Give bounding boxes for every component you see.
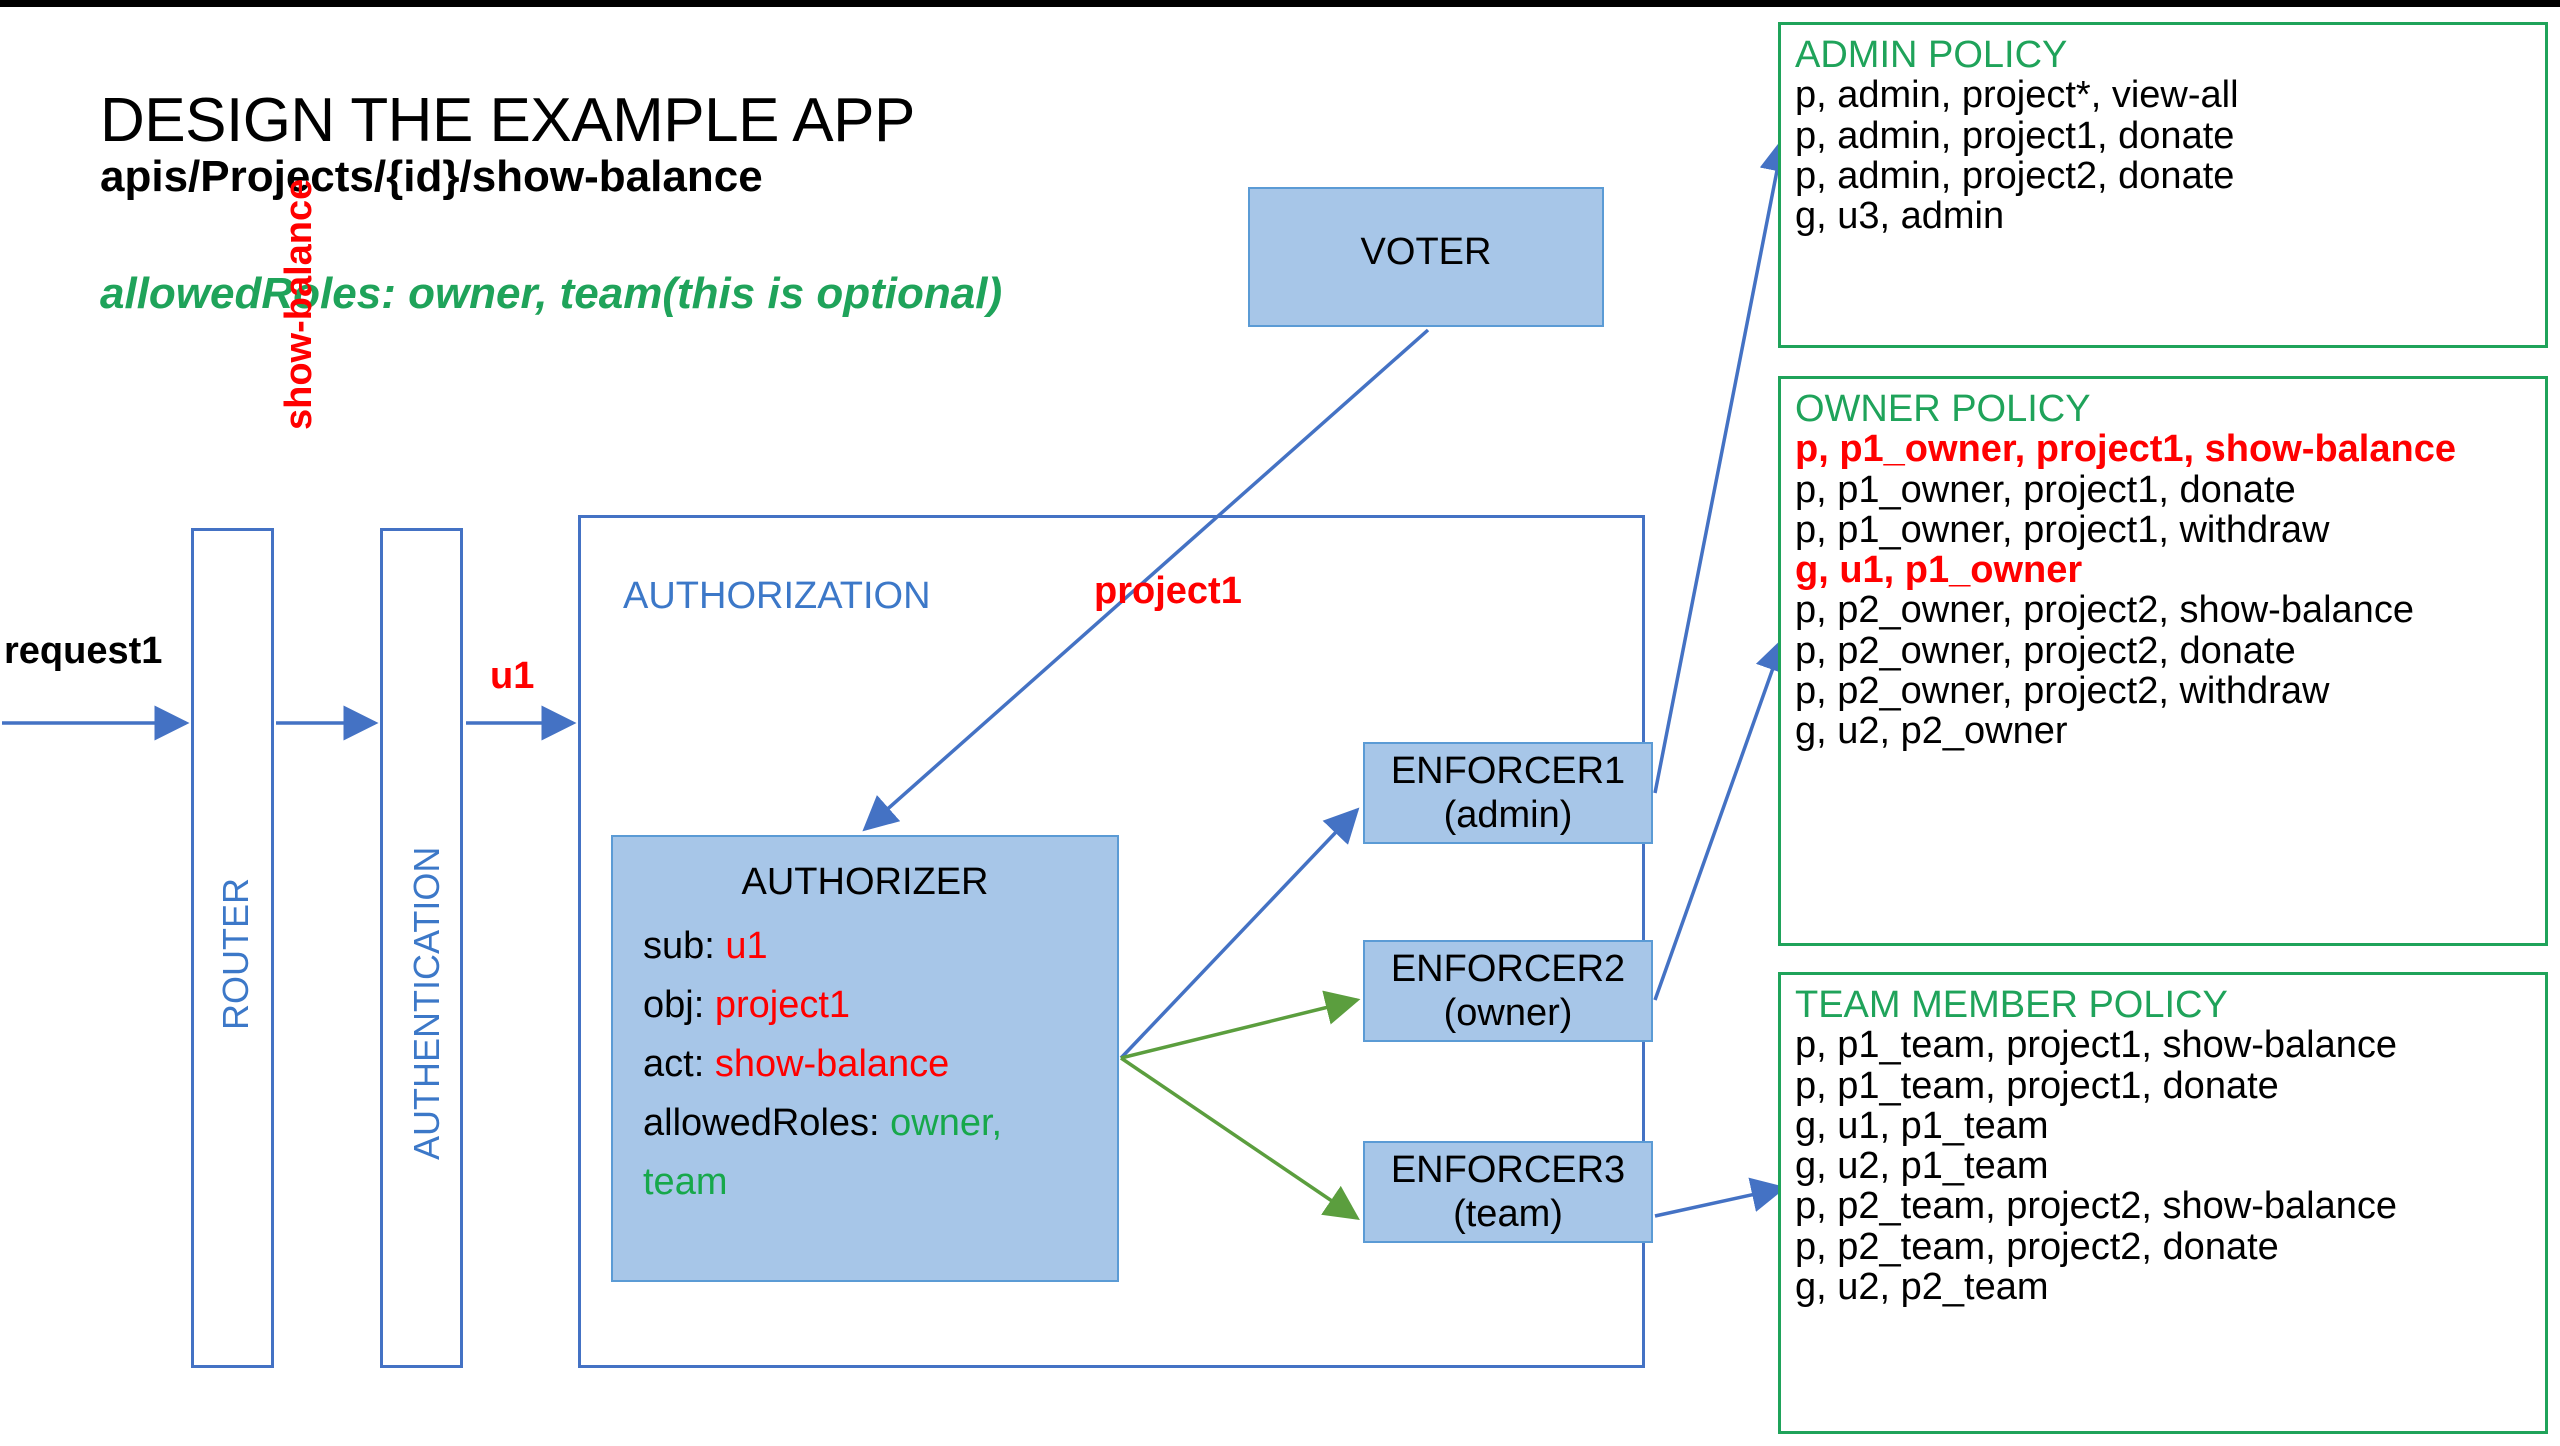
policy-line: p, p1_team, project1, donate [1795,1064,2279,1107]
authorizer-act-row: act: show-balance [643,1043,949,1086]
owner-policy-title: OWNER POLICY [1795,388,2091,430]
enforcer1-node[interactable]: ENFORCER1 (admin) [1363,742,1653,844]
enforcer3-node[interactable]: ENFORCER3 (team) [1363,1141,1653,1243]
request-label: request1 [4,630,163,672]
policy-line: p, p1_team, project1, show-balance [1795,1024,2398,1067]
policy-line: g, u2, p2_team [1795,1265,2049,1308]
arrow-enforcer2-to-owner-policy [1653,636,1789,1001]
authorizer-roles-value: owner, [890,1102,1003,1144]
authentication-label: AUTHENTICATION [406,846,447,1160]
authorizer-sub-value: u1 [725,925,768,967]
policy-line: p, p2_owner, project2, donate [1795,629,2296,672]
policy-line: p, p2_team, project2, donate [1795,1225,2279,1268]
policy-line: p, p1_owner, project1, withdraw [1795,508,2330,551]
arrow-enforcer3-to-team-policy [1654,1177,1787,1218]
policy-line: p, p2_owner, project2, withdraw [1795,669,2330,712]
authorizer-obj-key: obj: [643,984,715,1026]
policy-line: g, u1, p1_owner [1795,549,2083,592]
voter-label: VOTER [1360,231,1492,273]
authentication-column [380,528,463,1368]
router-label: ROUTER [215,878,256,1030]
top-black-strip [0,0,2560,7]
owner-policy-box: OWNER POLICY p, p1_owner, project1, show… [1778,376,2548,946]
arrow-enforcer1-to-admin-policy [1653,136,1795,794]
enforcer1-role: (admin) [1443,794,1573,836]
authorizer-obj-row: obj: project1 [643,984,850,1027]
authorizer-title: AUTHORIZER [741,861,989,903]
policy-line: g, u1, p1_team [1795,1104,2049,1147]
enforcer2-name: ENFORCER2 [1390,948,1626,990]
enforcer1-name: ENFORCER1 [1390,750,1626,792]
authorization-label: AUTHORIZATION [623,575,931,617]
authorizer-sub-row: sub: u1 [643,925,768,968]
router-column [191,528,274,1368]
enforcer3-name: ENFORCER3 [1390,1149,1626,1191]
admin-policy-title: ADMIN POLICY [1795,34,2068,76]
authorizer-sub-key: sub: [643,925,726,967]
policy-line: p, admin, project2, donate [1795,154,2235,197]
policy-line: p, admin, project*, view-all [1795,74,2239,117]
policy-line: g, u3, admin [1795,195,2005,238]
enforcer2-role: (owner) [1443,992,1573,1034]
page-title: DESIGN THE EXAMPLE APP [100,86,915,155]
policy-line: p, p2_team, project2, show-balance [1795,1185,2398,1228]
team-policy-box: TEAM MEMBER POLICY p, p1_team, project1,… [1778,972,2548,1434]
enforcer2-node[interactable]: ENFORCER2 (owner) [1363,940,1653,1042]
authorizer-roles-row: allowedRoles: owner, [643,1102,1002,1145]
enforcer3-role: (team) [1453,1193,1563,1235]
authorizer-act-key: act: [643,1043,715,1085]
authorizer-obj-value: project1 [714,984,851,1026]
admin-policy-box: ADMIN POLICY p, admin, project*, view-al… [1778,22,2548,348]
allowed-roles-note: allowedRoles: owner, team(this is option… [100,269,1003,318]
team-policy-title: TEAM MEMBER POLICY [1795,984,2228,1026]
show-balance-label: show-balance [278,178,320,430]
policy-line: g, u2, p2_owner [1795,710,2068,753]
policy-line: p, p1_owner, project1, donate [1795,468,2296,511]
authorizer-roles-key: allowedRoles: [643,1102,891,1144]
authorizer-roles-row-2: team [643,1161,728,1203]
u1-label: u1 [490,655,535,697]
policy-line: p, p2_owner, project2, show-balance [1795,589,2414,632]
policy-line: p, p1_owner, project1, show-balance [1795,428,2456,471]
authorizer-act-value: show-balance [714,1043,950,1085]
authorizer-node[interactable]: AUTHORIZER sub: u1 obj: project1 act: sh… [611,835,1119,1282]
project1-label: project1 [1094,570,1242,612]
policy-line: p, admin, project1, donate [1795,114,2235,157]
endpoint-path: apis/Projects/{id}/show-balance [100,152,763,201]
policy-line: g, u2, p1_team [1795,1145,2049,1188]
voter-node[interactable]: VOTER [1248,187,1604,327]
